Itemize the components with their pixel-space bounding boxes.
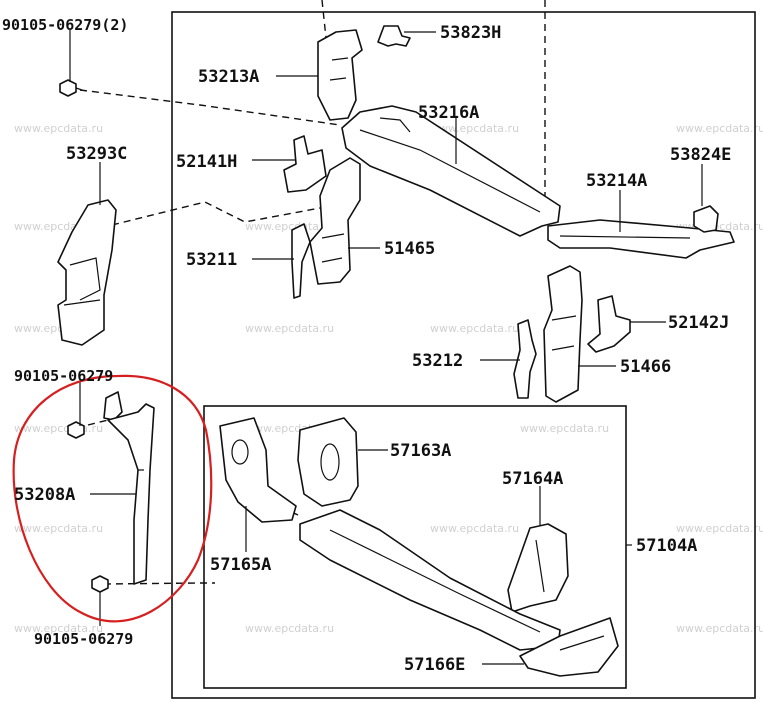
watermark: www.epcdata.ru xyxy=(14,622,103,635)
label-53293c[interactable]: 53293C xyxy=(66,144,127,164)
label-53214a[interactable]: 53214A xyxy=(586,171,647,191)
part-53211-drawing[interactable] xyxy=(291,223,311,299)
part-53823h-drawing[interactable] xyxy=(377,25,411,47)
label-57166e[interactable]: 57166E xyxy=(404,655,465,675)
assembly-frame xyxy=(171,11,756,699)
part-53208a-drawing[interactable] xyxy=(103,391,155,585)
part-57163a-drawing[interactable] xyxy=(297,417,359,507)
watermarks: www.epcdata.ru www.epcdata.ru www.epcdat… xyxy=(14,122,763,635)
subassembly-frame-57104a xyxy=(203,405,627,689)
watermark: www.epcdata.ru xyxy=(430,122,519,135)
watermark: www.epcdata.ru xyxy=(430,322,519,335)
part-52142j-drawing[interactable] xyxy=(587,295,631,353)
watermark: www.epcdata.ru xyxy=(676,522,763,535)
label-bolt-top[interactable]: 90105-06279(2) xyxy=(2,16,128,34)
label-57104a[interactable]: 57104A xyxy=(636,536,697,556)
watermark: www.epcdata.ru xyxy=(430,522,519,535)
part-53824e-drawing[interactable] xyxy=(693,205,719,233)
label-53216a[interactable]: 53216A xyxy=(418,103,479,123)
label-53208a[interactable]: 53208A xyxy=(14,485,75,505)
watermark: www.epcdata.ru xyxy=(14,522,103,535)
label-53824e[interactable]: 53824E xyxy=(670,145,731,165)
label-51466[interactable]: 51466 xyxy=(620,357,671,377)
label-52141h[interactable]: 52141H xyxy=(176,152,237,172)
highlight-marker xyxy=(12,374,213,623)
part-53213a-drawing[interactable] xyxy=(317,29,363,121)
label-51465[interactable]: 51465 xyxy=(384,239,435,259)
part-labels: 90105-06279(2) 53293C 90105-06279 53208A… xyxy=(2,16,731,675)
watermark: www.epcdata.ru xyxy=(520,422,609,435)
bolt-bottom-icon[interactable] xyxy=(91,575,109,593)
watermark: www.epcdata.ru xyxy=(676,122,763,135)
part-51466-drawing[interactable] xyxy=(543,265,583,403)
leader-lines xyxy=(69,30,703,665)
label-53211[interactable]: 53211 xyxy=(186,250,237,270)
watermark: www.epcdata.ru xyxy=(245,622,334,635)
label-53823h[interactable]: 53823H xyxy=(440,23,501,43)
label-57165a[interactable]: 57165A xyxy=(210,555,271,575)
label-57164a[interactable]: 57164A xyxy=(502,469,563,489)
label-52142j[interactable]: 52142J xyxy=(668,313,729,333)
watermark: www.epcdata.ru xyxy=(245,322,334,335)
watermark: www.epcdata.ru xyxy=(245,220,334,233)
part-53212-drawing[interactable] xyxy=(513,319,537,399)
label-57163a[interactable]: 57163A xyxy=(390,441,451,461)
label-bolt-bottom[interactable]: 90105-06279 xyxy=(34,630,133,648)
bolt-top-icon[interactable] xyxy=(59,79,83,97)
watermark: www.epcdata.ru xyxy=(14,122,103,135)
part-51465-drawing[interactable] xyxy=(309,157,361,285)
part-57164a-drawing[interactable] xyxy=(507,523,569,613)
part-53214a-drawing[interactable] xyxy=(547,219,735,259)
part-53216a-drawing[interactable] xyxy=(341,105,561,237)
bolt-mid-icon[interactable] xyxy=(67,421,85,439)
label-53213a[interactable]: 53213A xyxy=(198,67,259,87)
part-53293c-drawing[interactable] xyxy=(57,199,117,346)
label-53212[interactable]: 53212 xyxy=(412,351,463,371)
label-bolt-mid[interactable]: 90105-06279 xyxy=(14,367,113,385)
part-57165a-drawing[interactable] xyxy=(219,417,297,523)
part-52141h-drawing[interactable] xyxy=(283,135,327,193)
part-57166e-drawing[interactable] xyxy=(519,617,619,677)
watermark: www.epcdata.ru xyxy=(676,622,763,635)
